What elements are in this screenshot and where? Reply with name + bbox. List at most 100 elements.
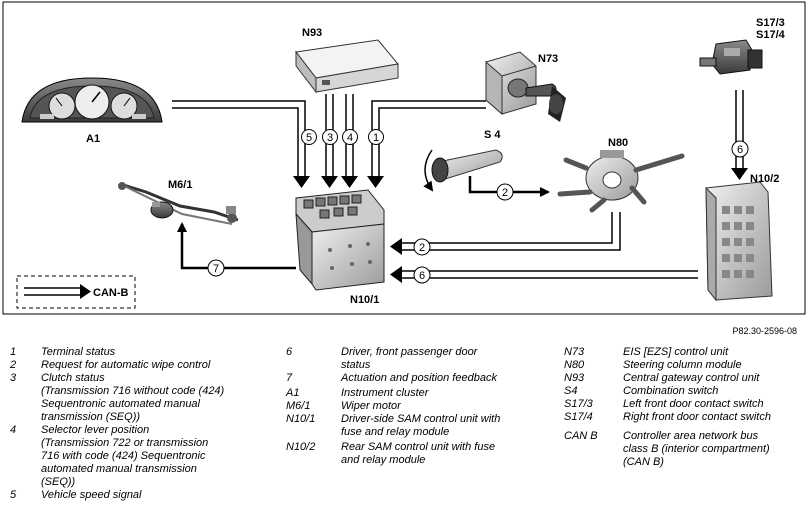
legend-key: 3 <box>10 372 17 384</box>
legend-text: Left front door contact switch <box>623 398 764 410</box>
label-m6-1: M6/1 <box>168 179 192 191</box>
legend-item: S4 Combination switch <box>564 385 808 398</box>
can-arrow-6b <box>390 266 402 283</box>
label-s4: S 4 <box>484 129 501 141</box>
can-arrow-4 <box>341 176 358 188</box>
can-arrow-6a <box>731 168 748 180</box>
legend-text: Vehicle speed signal <box>41 489 142 501</box>
legend-key: 6 <box>286 346 293 358</box>
legend-item: N73 EIS [EZS] control unit <box>564 346 808 359</box>
can-arrow-3 <box>321 176 338 188</box>
can-line-2b <box>402 212 621 251</box>
steering-column-module-illustration <box>557 150 685 213</box>
legend-key: CAN B <box>564 430 598 442</box>
line-7 <box>177 222 296 270</box>
legend-item: CAN B Controller area network bus class B… <box>564 430 808 469</box>
combination-switch-illustration <box>423 149 503 192</box>
can-arrow-1 <box>367 176 384 188</box>
legend-key: 1 <box>10 346 17 358</box>
instrument-cluster-illustration <box>21 77 163 123</box>
legend-key: N73 <box>564 346 585 358</box>
legend-item: 1 Terminal status <box>10 346 272 359</box>
legend-column-1: 1 Terminal status 2 Request for automatic w… <box>10 346 272 502</box>
legend-item: N93 Central gateway control unit <box>564 372 808 385</box>
driver-sam-illustration <box>295 189 385 291</box>
circle-6a: 6 <box>731 140 749 158</box>
legend-key: N10/2 <box>286 441 316 453</box>
legend-item: 7 Actuation and position feedback <box>286 372 548 385</box>
legend-text: Clutch status (Transmission 716 without … <box>41 372 225 423</box>
legend-key: N80 <box>564 359 585 371</box>
svg-text:1: 1 <box>373 132 379 144</box>
legend-key: N10/1 <box>286 413 316 425</box>
legend-text: Rear SAM control unit with fuse and rela… <box>341 441 496 466</box>
svg-text:5: 5 <box>306 132 312 144</box>
svg-text:4: 4 <box>347 132 353 144</box>
line-2a <box>468 176 550 197</box>
legend-text: Steering column module <box>623 359 742 371</box>
legend-text: Driver-side SAM control unit with fuse a… <box>341 413 501 438</box>
legend-text: Combination switch <box>623 385 719 397</box>
legend-text: Request for automatic wipe control <box>41 359 211 371</box>
svg-text:7: 7 <box>213 263 219 275</box>
legend-key: 7 <box>286 372 293 384</box>
can-arrow-2b <box>390 238 402 255</box>
circle-1: 1 <box>368 129 384 145</box>
diagram-frame <box>2 1 806 315</box>
label-n93: N93 <box>302 27 322 39</box>
circle-2a: 2 <box>496 183 514 201</box>
circle-2b: 2 <box>413 238 431 256</box>
legend-item: S17/3 Left front door contact switch <box>564 398 808 411</box>
legend-text: Actuation and position feedback <box>341 372 497 384</box>
svg-text:6: 6 <box>737 144 743 156</box>
legend-text: Right front door contact switch <box>623 411 771 423</box>
legend-key: S4 <box>564 385 578 397</box>
svg-text:6: 6 <box>419 270 425 282</box>
legend-text: Instrument cluster <box>341 387 429 399</box>
circle-6b: 6 <box>413 266 431 284</box>
svg-text:2: 2 <box>419 242 425 254</box>
label-s17-3: S17/3 <box>756 17 785 29</box>
circle-5: 5 <box>301 129 317 145</box>
label-n10-1: N10/1 <box>350 294 379 306</box>
door-contact-switch-illustration <box>699 39 763 75</box>
label-n80: N80 <box>608 137 628 149</box>
svg-text:3: 3 <box>327 132 333 144</box>
legend-text: Selector lever position (Transmission 72… <box>41 424 209 488</box>
can-arrow-5 <box>293 176 310 188</box>
label-s17-4: S17/4 <box>756 29 786 41</box>
legend-text: Controller area network bus class B (int… <box>623 430 770 468</box>
legend-item: N80 Steering column module <box>564 359 808 372</box>
legend-text: Central gateway control unit <box>623 372 760 384</box>
legend-key: N93 <box>564 372 585 384</box>
label-n73: N73 <box>538 53 558 65</box>
legend-text: Driver, front passenger door status <box>341 346 478 371</box>
legend-text: Wiper motor <box>341 400 401 412</box>
circle-7: 7 <box>207 259 225 277</box>
can-line-5 <box>172 100 306 176</box>
legend-key: S17/3 <box>564 398 593 410</box>
legend-item: 2 Request for automatic wipe control <box>10 359 272 372</box>
legend-item: 6 Driver, front passenger door status <box>286 346 548 372</box>
wiper-motor-illustration <box>118 182 239 225</box>
legend-text: EIS [EZS] control unit <box>623 346 729 358</box>
label-n10-2: N10/2 <box>750 173 779 185</box>
gateway-illustration <box>295 39 399 94</box>
legend-item: 3 Clutch status (Transmission 716 without… <box>10 372 272 424</box>
legend-key: 2 <box>10 359 17 371</box>
label-a1: A1 <box>86 133 100 145</box>
legend-column-2: 6 Driver, front passenger door status 7 Act… <box>286 346 548 467</box>
svg-text:CAN-B: CAN-B <box>93 287 128 299</box>
circle-3: 3 <box>322 129 338 145</box>
can-b-key: CAN-B <box>16 275 136 309</box>
ignition-switch-illustration <box>485 51 566 122</box>
circle-4: 4 <box>342 129 358 145</box>
legend-text: Terminal status <box>41 346 116 358</box>
